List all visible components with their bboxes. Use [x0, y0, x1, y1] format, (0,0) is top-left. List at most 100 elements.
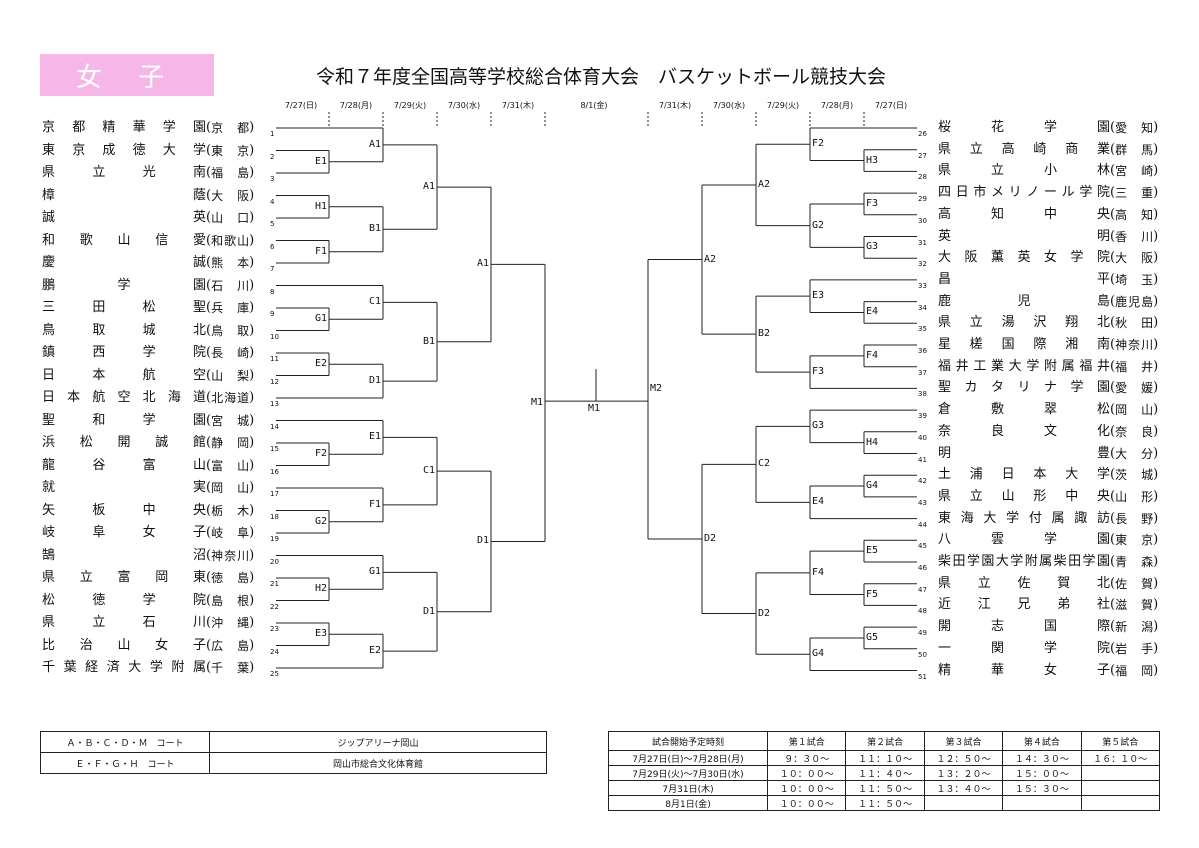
paren: (	[206, 615, 212, 630]
paren: (	[1110, 315, 1116, 331]
team-prefecture: 宮城	[211, 413, 250, 428]
team-prefecture: 秋田	[1115, 316, 1154, 331]
team-number: 19	[270, 535, 279, 543]
team-row: 鵠沼(神奈川)20	[42, 546, 279, 566]
team-number: 6	[270, 242, 275, 251]
paren: (	[206, 570, 212, 585]
team-number: 22	[270, 602, 279, 611]
paren: )	[1153, 228, 1159, 244]
team-row: 京都精華学園(京都)1	[42, 118, 274, 138]
match-label: E3	[812, 290, 825, 302]
match-label: B2	[758, 328, 771, 340]
team-name: 奈良文化	[938, 423, 1110, 439]
team-number: 49	[918, 629, 927, 638]
schedule-cell: １０：００～	[766, 795, 847, 811]
paren: (	[206, 592, 212, 608]
team-name: 県立湯沢翔北	[938, 315, 1110, 331]
match-label: H1	[315, 200, 328, 212]
team-prefecture: 神奈川	[211, 548, 250, 563]
date-label: 7/28(月)	[339, 101, 373, 110]
schedule-header: 第２試合	[845, 731, 925, 751]
date-label: 8/1(金)	[580, 101, 608, 110]
paren: )	[1153, 532, 1159, 548]
match-label: C1	[423, 465, 436, 477]
date-label: 7/31(木)	[658, 101, 692, 110]
schedule-header: 第３試合	[923, 731, 1004, 751]
date-label: 7/31(木)	[501, 101, 535, 110]
paren: (	[206, 165, 212, 180]
match-label: D2	[758, 607, 771, 619]
paren: (	[206, 210, 212, 225]
team-row: 誠英(山口)5	[42, 208, 274, 228]
team-number: 21	[270, 580, 279, 588]
team-name: 鵬学園	[42, 277, 206, 293]
team-name: 龍谷富山	[42, 457, 206, 473]
team-name: 慶誠	[42, 255, 206, 270]
paren: (	[206, 300, 212, 315]
paren: )	[1153, 423, 1159, 439]
team-name: 近江兄弟社	[938, 597, 1110, 613]
match-label: F3	[866, 197, 879, 209]
paren: (	[1110, 554, 1116, 569]
schedule-cell: １１：４０～	[845, 765, 925, 781]
paren: (	[206, 660, 212, 675]
team-name: 柴田学園大学附属柴田学園	[938, 554, 1110, 569]
schedule-header: 試合開始予定時刻	[608, 731, 768, 751]
paren: )	[249, 187, 255, 203]
match-label: G2	[315, 515, 328, 527]
schedule-cell	[1080, 780, 1161, 796]
paren: (	[206, 345, 212, 360]
team-number: 3	[270, 175, 275, 183]
paren: (	[1110, 358, 1116, 374]
team-name: 松徳学院	[42, 592, 206, 608]
team-prefecture: 鳥取	[211, 323, 250, 338]
match-label: E1	[369, 431, 382, 443]
team-prefecture: 鹿児島	[1115, 294, 1154, 309]
team-name: 明豊	[938, 445, 1110, 461]
date-label: 7/29(火)	[766, 101, 800, 110]
team-row: 矢板中央(栃木)18	[42, 501, 279, 521]
schedule-cell: １３：４０～	[923, 780, 1004, 796]
team-number: 28	[918, 173, 927, 182]
team-row: 岐阜女子(岐阜)19	[42, 523, 279, 543]
match-label: D1	[423, 605, 436, 617]
team-row: 三田松聖(兵庫)9	[42, 298, 274, 318]
team-name: 開志国際	[938, 619, 1110, 635]
match-label: F5	[866, 588, 879, 600]
venue-place: 岡山市総合文化体育館	[209, 752, 547, 774]
team-name: 鵠沼	[42, 547, 206, 563]
schedule-cell: 8月1日(金)	[608, 795, 768, 811]
team-prefecture: 北海道	[211, 391, 250, 405]
match-label: F1	[369, 498, 382, 510]
paren: )	[1153, 402, 1159, 418]
match-label: M1	[531, 396, 544, 408]
paren: )	[1153, 250, 1159, 266]
team-prefecture: 愛媛	[1115, 381, 1154, 396]
match-label: G1	[369, 566, 382, 578]
paren: )	[1153, 662, 1159, 678]
team-number: 14	[270, 422, 279, 431]
paren: )	[1153, 163, 1159, 179]
paren: (	[1110, 488, 1116, 504]
paren: )	[249, 412, 255, 428]
team-name: 福井工業大学附属福井	[938, 358, 1110, 374]
match-label: B1	[423, 335, 436, 347]
schedule-header: 第５試合	[1080, 731, 1161, 751]
paren: (	[1110, 185, 1116, 201]
team-number: 38	[918, 390, 927, 399]
schedule-cell: １１：５０～	[845, 780, 925, 796]
paren: (	[1110, 640, 1116, 656]
match-label: H2	[315, 583, 328, 595]
team-name: 誠英	[42, 210, 206, 225]
schedule-cell: １４：３０～	[1002, 750, 1082, 766]
schedule-cell	[923, 795, 1004, 811]
team-number: 15	[270, 445, 279, 453]
team-prefecture: 山梨	[211, 368, 250, 383]
venue-courts: Ｅ・Ｆ・Ｇ・Ｈ コート	[40, 752, 210, 774]
